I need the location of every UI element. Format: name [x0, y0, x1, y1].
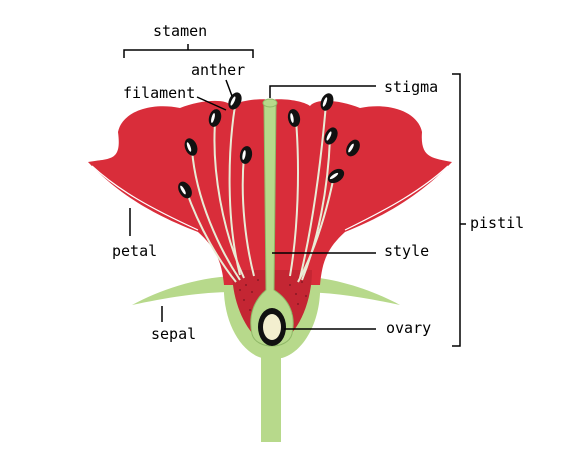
- filament-leader: [196, 96, 227, 111]
- anther-4: [178, 181, 192, 199]
- pistil-bracket: [452, 73, 461, 347]
- ovule: [263, 314, 281, 340]
- label-petal: petal: [112, 242, 158, 260]
- label-anther: anther: [191, 61, 246, 79]
- stigma-tip: [262, 98, 278, 108]
- leader-lines: [123, 44, 466, 347]
- label-stamen: stamen: [153, 22, 208, 40]
- label-stigma: stigma: [384, 78, 439, 96]
- petal-edge-left: [91, 165, 199, 231]
- stem: [261, 350, 281, 442]
- sepal-right: [298, 276, 400, 305]
- petal-edge-right: [344, 165, 449, 231]
- style: [250, 103, 294, 347]
- stamen-bracket: [123, 49, 254, 58]
- label-filament: filament: [123, 84, 196, 102]
- anther-leader: [225, 79, 233, 97]
- label-sepal: sepal: [151, 325, 197, 343]
- label-pistil: pistil: [470, 214, 525, 232]
- label-style: style: [384, 242, 430, 260]
- anther-9: [346, 139, 360, 157]
- filaments: [185, 103, 335, 283]
- sepal-left: [132, 276, 234, 305]
- stigma-leader: [269, 85, 376, 98]
- label-ovary: ovary: [386, 319, 432, 337]
- anther-highlights: [180, 96, 354, 195]
